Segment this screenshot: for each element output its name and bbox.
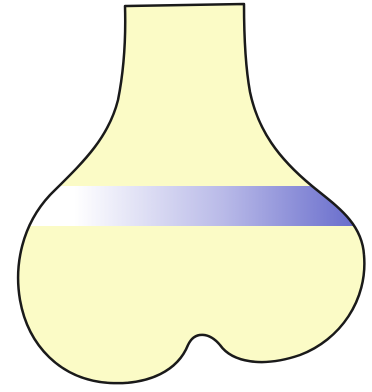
highlighted-band (0, 186, 372, 226)
band-group (0, 186, 372, 226)
